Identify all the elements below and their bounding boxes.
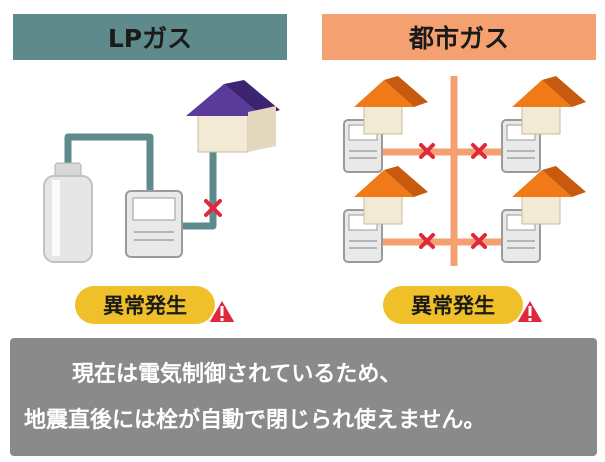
- lp-gas-header: LPガス: [13, 14, 287, 60]
- gas-cylinder-icon: [43, 162, 93, 263]
- city-status-badge: 異常発生: [383, 286, 523, 324]
- cross-mark-icon: [419, 233, 435, 249]
- house-icon: [354, 76, 428, 135]
- city-status-label: 異常発生: [411, 294, 495, 318]
- gas-meter-icon: [125, 190, 183, 258]
- city-gas-header: 都市ガス: [322, 14, 596, 60]
- city-gas-title: 都市ガス: [408, 24, 509, 53]
- notice-line-1: 現在は電気制御されているため、: [72, 362, 402, 387]
- notice-line-2: 地震直後には栓が自動で閉じられ使えません。: [24, 408, 486, 433]
- lp-status-badge: 異常発生: [75, 286, 215, 324]
- cross-mark-icon: [204, 199, 222, 217]
- house-icon: [512, 76, 586, 135]
- warning-icon: [207, 298, 237, 324]
- house-icon: [512, 166, 586, 225]
- lp-gas-title: LPガス: [107, 24, 193, 53]
- house-icon: [354, 166, 428, 225]
- city-pipe: [380, 76, 524, 266]
- cross-mark-icon: [419, 143, 435, 159]
- lp-status-label: 異常発生: [103, 294, 187, 318]
- cross-mark-icon: [471, 143, 487, 159]
- lp-pipe: [64, 133, 217, 230]
- warning-icon: [515, 298, 545, 324]
- notice-panel: 現在は電気制御されているため、 地震直後には栓が自動で閉じられ使えません。: [10, 338, 597, 456]
- house-icon: [186, 80, 280, 153]
- cross-mark-icon: [471, 233, 487, 249]
